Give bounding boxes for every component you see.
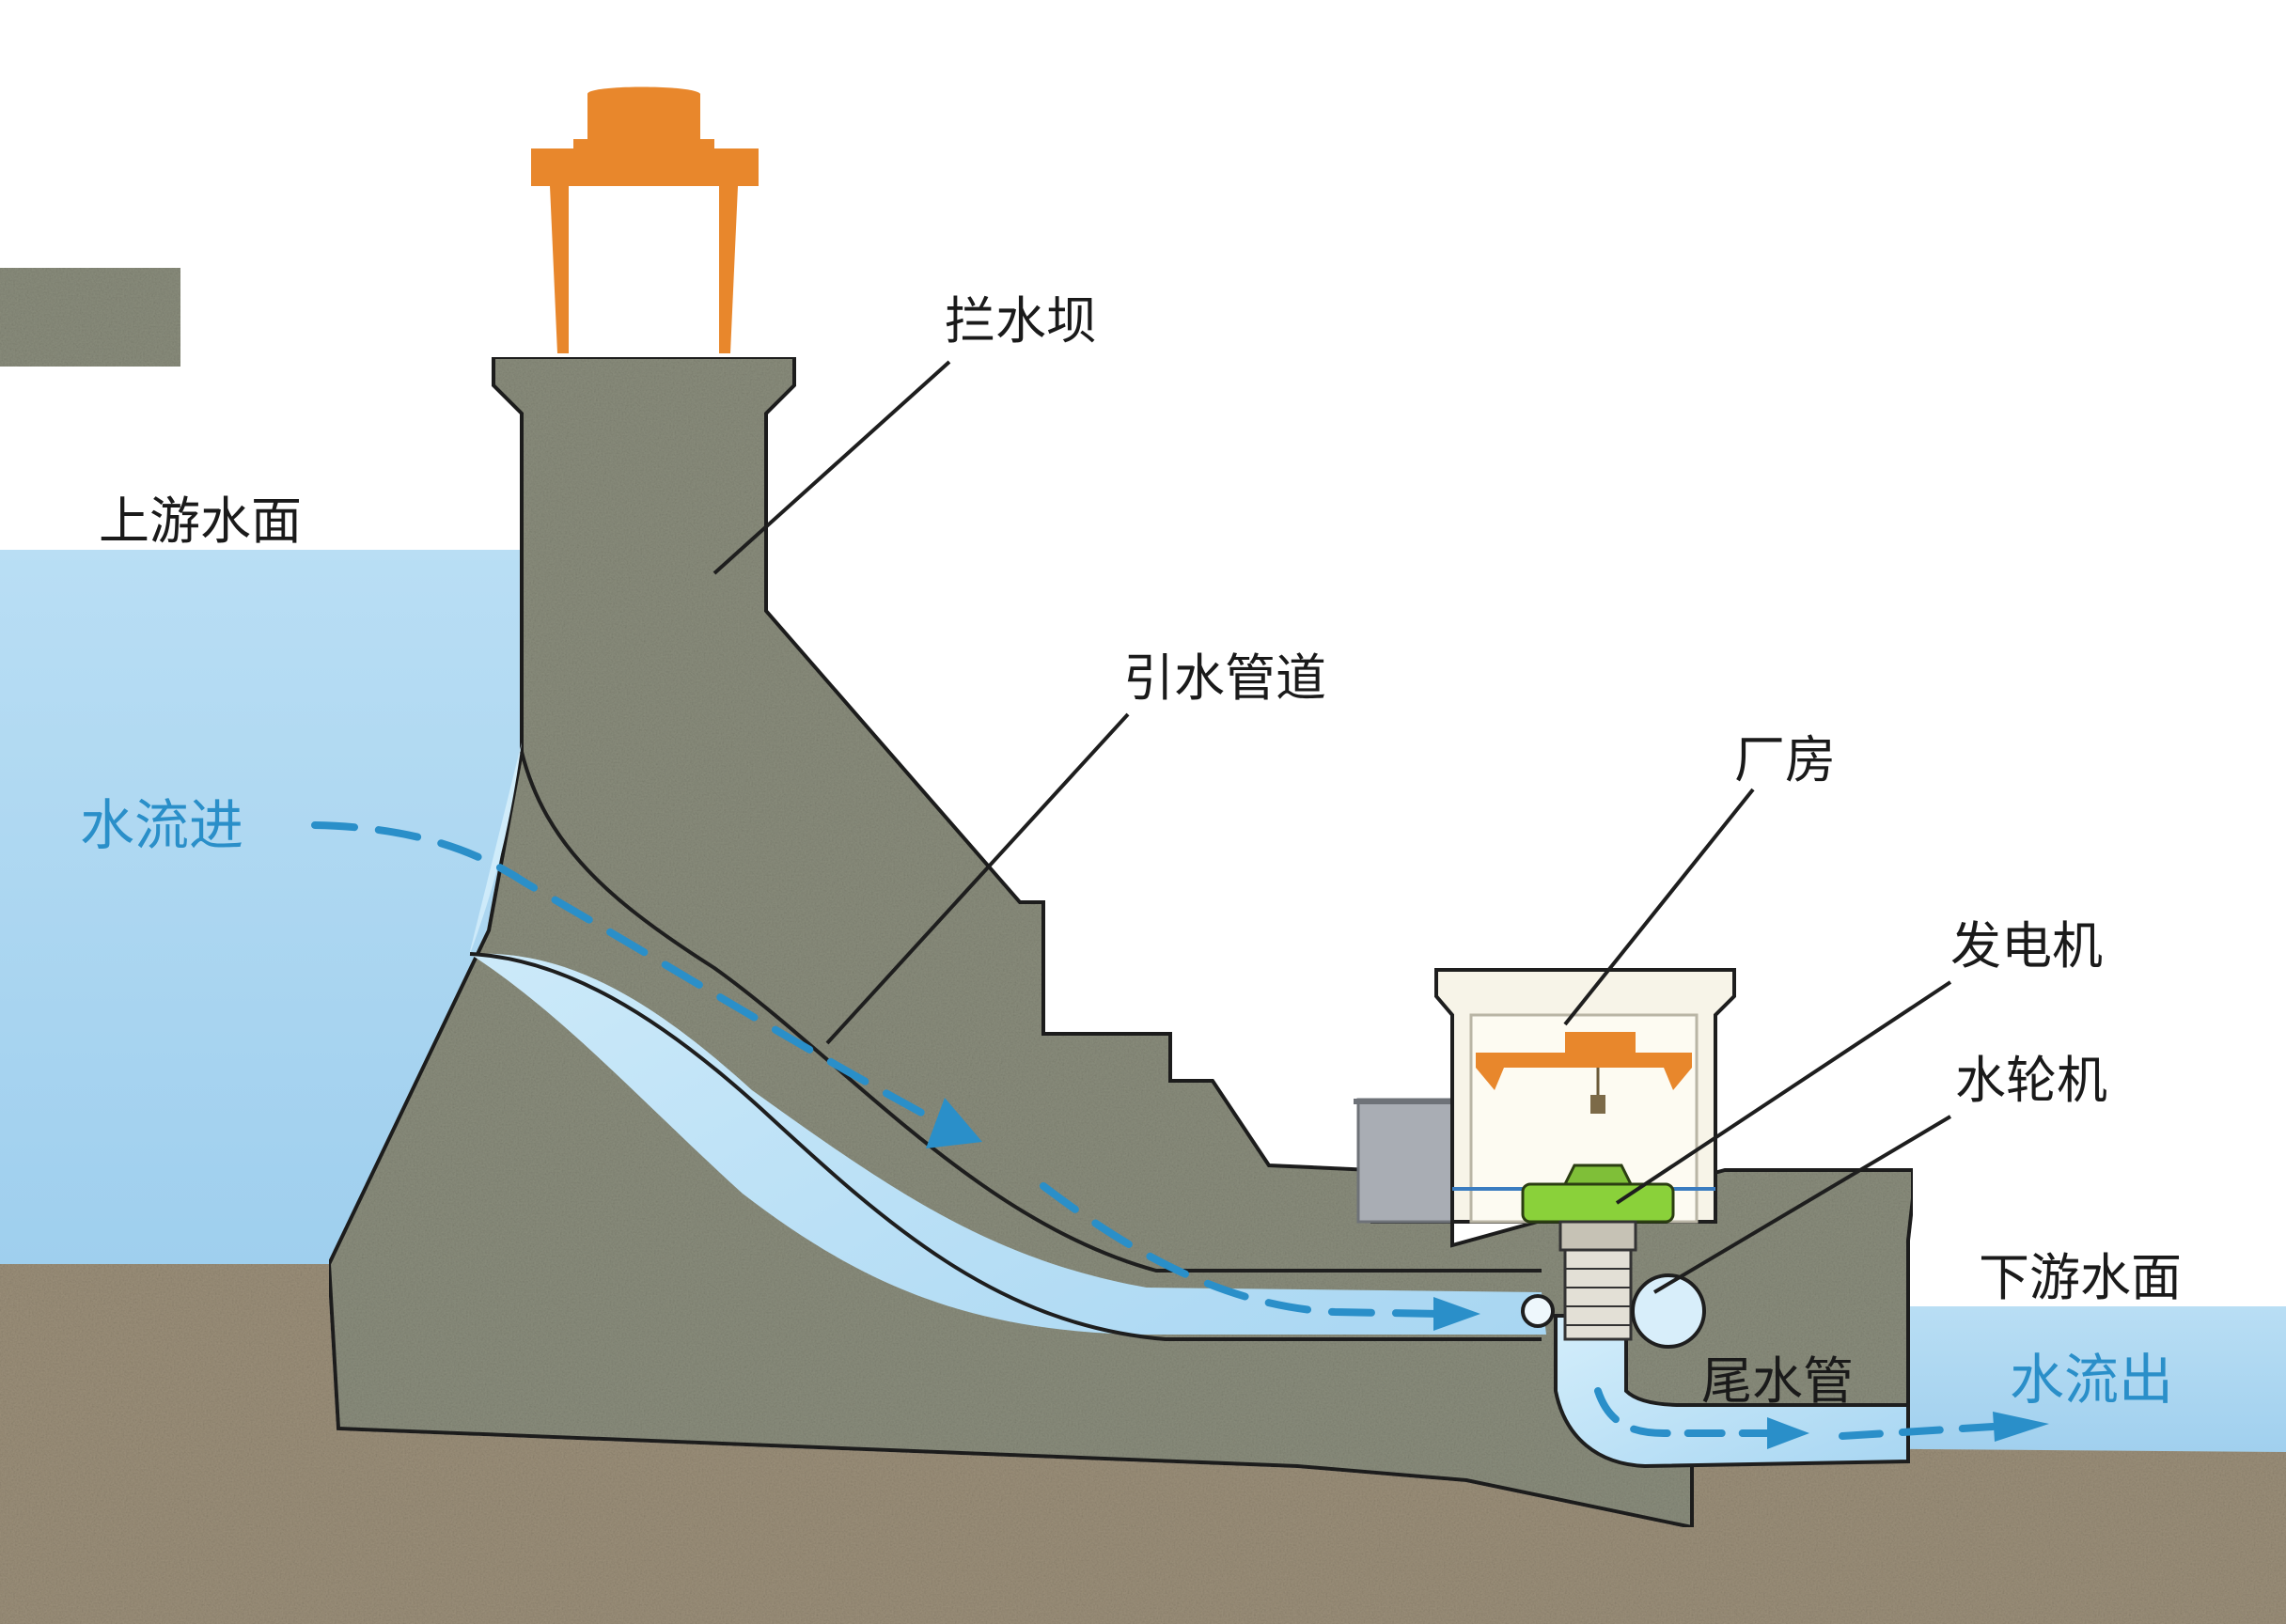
dam-crest-hoist [531,86,759,353]
label-draft-tube: 尾水管 [1701,1351,1854,1411]
leader-powerhouse [1563,788,1755,1026]
generator-unit [1521,1163,1675,1341]
flow-arrow-penstock [1040,1182,1480,1331]
label-powerhouse: 厂房 [1734,730,1836,789]
leader-penstock [825,712,1130,1045]
inlet-valve [1521,1294,1555,1328]
penstock-pipe [470,742,1546,1335]
label-flow-out: 水流出 [2010,1348,2173,1412]
stone-block [0,268,180,367]
label-generator: 发电机 [1950,916,2103,976]
penstock-outline-bottom [469,952,1542,1341]
leader-generator [1615,980,1952,1205]
leader-dam [712,360,951,575]
label-flow-in: 水流进 [80,793,243,857]
ground [0,1264,2286,1624]
upstream-reservoir [0,550,522,1264]
label-turbine: 水轮机 [1955,1051,2107,1110]
flow-arrow-out [1594,1387,2049,1449]
side-building [1356,1098,1454,1224]
powerhouse-crane [1476,1032,1692,1114]
penstock-outline-top [520,751,1542,1273]
label-upstream-surface: 上游水面 [99,492,302,551]
label-dam: 拦水坝 [945,291,1097,351]
leader-turbine [1652,1115,1952,1294]
label-penstock: 引水管道 [1123,648,1326,708]
dam-body [326,355,1915,1530]
turbine-scroll-case [1631,1273,1706,1349]
flow-arrow-in [311,821,982,1148]
label-downstream-surface: 下游水面 [1979,1248,2182,1307]
